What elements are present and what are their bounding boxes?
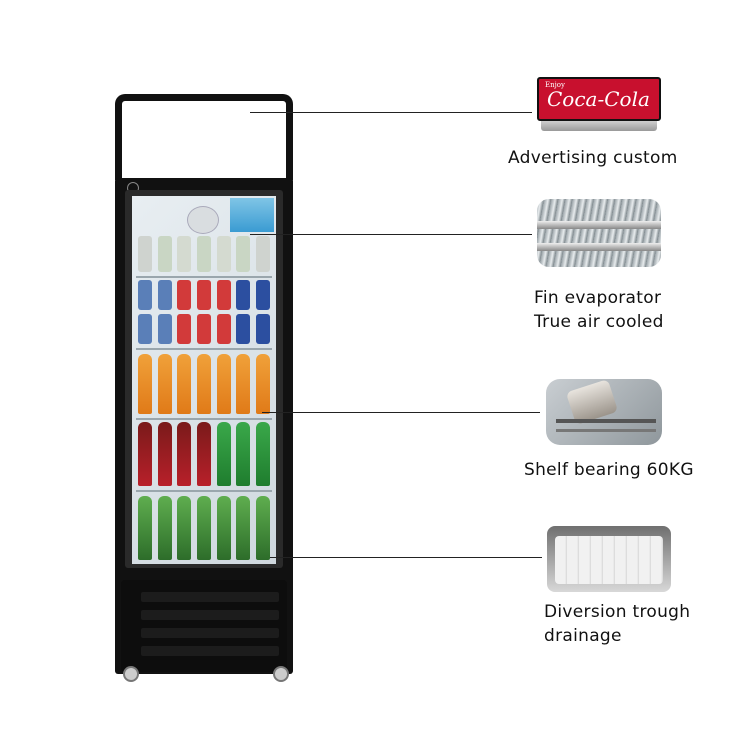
can [177, 280, 192, 310]
shelf-4 [138, 422, 270, 486]
feature-label-drainage: Diversion trough drainage [544, 600, 690, 648]
can [196, 314, 211, 344]
label-line: drainage [544, 626, 622, 646]
drain-trough-icon [547, 526, 671, 592]
caster-wheel-icon [273, 666, 289, 682]
bottle [236, 496, 251, 560]
feature-label-evaporator: Fin evaporator True air cooled [534, 286, 664, 334]
leader-line [250, 234, 532, 235]
shelf-5 [138, 496, 270, 560]
can [255, 236, 270, 272]
vent-slot [141, 592, 279, 602]
fin-evaporator-icon [537, 199, 661, 267]
can [236, 280, 251, 310]
feature-label-shelf: Shelf bearing 60KG [524, 460, 694, 480]
bottle [236, 422, 251, 486]
leader-line [262, 412, 540, 413]
shelf-2b [138, 314, 270, 344]
can [177, 236, 192, 272]
bottle [216, 354, 231, 414]
can [157, 280, 172, 310]
bottle [157, 354, 172, 414]
can [177, 314, 192, 344]
bottle [255, 496, 270, 560]
label-line: Fin evaporator [534, 288, 662, 308]
leader-line [270, 557, 542, 558]
bottle [138, 422, 152, 486]
shelf-bracket-icon [546, 379, 662, 445]
door-sticker [230, 198, 274, 232]
copper-tube [537, 243, 661, 251]
bottle [157, 422, 172, 486]
label-line: True air cooled [534, 312, 664, 332]
vent-slot [141, 646, 279, 656]
sign-tagline: Enjoy [545, 81, 565, 89]
bottle [255, 354, 270, 414]
shelf-1 [138, 236, 270, 272]
compressor-base [121, 580, 287, 672]
wire-shelf [136, 348, 272, 350]
bottle [255, 422, 270, 486]
vent-slot [141, 610, 279, 620]
bottle [177, 422, 192, 486]
coca-cola-sign-icon: Enjoy Coca-Cola [537, 77, 661, 121]
can [236, 236, 251, 272]
can [138, 236, 152, 272]
bottle [216, 496, 231, 560]
evaporator-fan-icon [187, 206, 219, 234]
copper-tube [537, 221, 661, 229]
can [196, 236, 211, 272]
vent-slot [141, 628, 279, 638]
wire-shelf [136, 418, 272, 420]
bottle [196, 354, 211, 414]
bottle [196, 422, 211, 486]
can [255, 314, 270, 344]
sign-base [541, 121, 657, 131]
glass-door [132, 196, 276, 564]
feature-label-advertising: Advertising custom [508, 148, 678, 168]
can [216, 236, 231, 272]
can [157, 314, 172, 344]
can [196, 280, 211, 310]
sign-brand-text: Coca-Cola [547, 87, 650, 111]
bottle [177, 496, 192, 560]
feature-thumb-advertising: Enjoy Coca-Cola [537, 77, 661, 132]
trough-surface [555, 536, 663, 584]
bottle [138, 496, 152, 560]
can [157, 236, 172, 272]
can [216, 280, 231, 310]
bottle [236, 354, 251, 414]
bottle [138, 354, 152, 414]
display-fridge [115, 94, 293, 682]
wire-shelf [136, 490, 272, 492]
can [255, 280, 270, 310]
can [138, 280, 152, 310]
advertising-lightbox [115, 94, 293, 180]
caster-wheel-icon [123, 666, 139, 682]
shelf-2 [138, 280, 270, 310]
bottle [216, 422, 231, 486]
can [216, 314, 231, 344]
shelf-wire [556, 429, 656, 432]
bottle [157, 496, 172, 560]
can [236, 314, 251, 344]
shelf-wire [556, 419, 656, 423]
can [138, 314, 152, 344]
leader-line [250, 112, 532, 113]
shelf-3 [138, 354, 270, 414]
wire-shelf [136, 276, 272, 278]
bottle [177, 354, 192, 414]
bottle [196, 496, 211, 560]
label-line: Diversion trough [544, 602, 691, 622]
